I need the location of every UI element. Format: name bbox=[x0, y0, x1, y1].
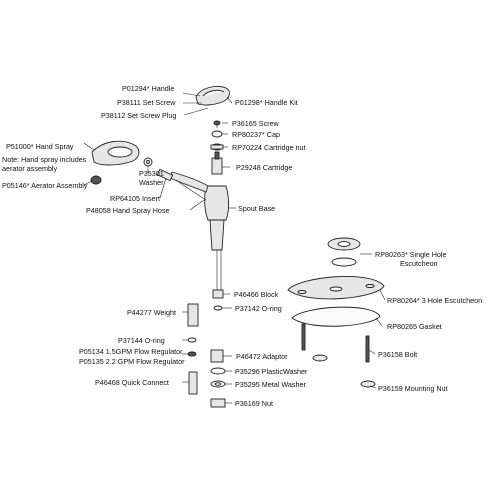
label-bolt: P36158 Bolt bbox=[378, 350, 417, 359]
plastic-washer-part bbox=[210, 367, 226, 375]
label-set-screw-plug: P38112 Set Screw Plug bbox=[101, 111, 176, 120]
nut-part bbox=[210, 398, 226, 408]
label-single-escutcheon-1: RP80263* Single Hole bbox=[375, 250, 447, 259]
label-metal-washer: P35295 Metal Washer bbox=[235, 380, 306, 389]
label-hose: P48058 Hand Spray Hose bbox=[86, 206, 170, 215]
label-flow-regulator-22: P05135 2.2 GPM Flow Regulator bbox=[79, 357, 185, 366]
gasket-part bbox=[291, 306, 381, 327]
label-cartridge-nut: RP70224 Cartridge nut bbox=[232, 143, 306, 152]
label-quick-connect: P46468 Quick Connect bbox=[95, 378, 169, 387]
label-washer-2: Washer bbox=[139, 178, 164, 187]
label-cap: RP80237* Cap bbox=[232, 130, 280, 139]
o-ring-left-part bbox=[187, 337, 197, 343]
weight-part bbox=[187, 303, 199, 327]
label-handle-kit: P01298* Handle Kit bbox=[235, 98, 298, 107]
insert-part bbox=[156, 168, 174, 182]
label-mounting-nut: P36159 Mounting Nut bbox=[378, 384, 448, 393]
three-hole-escutcheon-part bbox=[287, 276, 385, 300]
label-handle: P01294* Handle bbox=[122, 84, 174, 93]
cartridge-part bbox=[211, 151, 223, 175]
single-hole-escutcheon-part bbox=[327, 237, 361, 267]
cartridge-nut-part bbox=[210, 143, 224, 151]
label-cartridge: P29248 Cartridge bbox=[236, 163, 292, 172]
hand-spray-hose-part bbox=[175, 179, 222, 292]
label-gasket: RP80265 Gasket bbox=[387, 322, 442, 331]
label-set-screw: P38111 Set Screw bbox=[117, 98, 176, 107]
quick-connect-part bbox=[188, 371, 198, 395]
label-o-ring-left: P37144 O-ring bbox=[118, 336, 165, 345]
screw-part bbox=[213, 120, 221, 128]
label-hand-spray-note-1: Note: Hand spray includes bbox=[2, 155, 87, 164]
block-part bbox=[212, 289, 224, 299]
label-adaptor: P46472 Adaptor bbox=[236, 352, 288, 361]
label-three-hole-escutcheon: RP80264* 3 Hole Escutcheon bbox=[387, 296, 482, 305]
label-single-escutcheon-2: Escutcheon bbox=[400, 259, 438, 268]
spout-base-part bbox=[169, 171, 230, 251]
bolt-part bbox=[301, 323, 370, 363]
label-plastic-washer: P35296 PlasticWasher bbox=[235, 367, 308, 376]
o-ring-right-part bbox=[213, 305, 223, 311]
adaptor-part bbox=[210, 349, 224, 363]
metal-washer-part bbox=[210, 380, 226, 388]
label-hand-spray: P51000* Hand Spray bbox=[6, 142, 74, 151]
label-spout-base: Spout Base bbox=[238, 204, 275, 213]
hand-spray-part bbox=[91, 140, 140, 166]
leader-lines bbox=[83, 92, 386, 404]
label-aerator: P05146* Aerator Assembly bbox=[2, 181, 88, 190]
flow-regulator-part bbox=[187, 351, 197, 357]
label-screw: P36165 Screw bbox=[232, 119, 280, 128]
label-flow-regulator-15: P05134 1.5GPM Flow Regulator bbox=[79, 347, 183, 356]
cap-part bbox=[211, 130, 223, 138]
label-nut: P36169 Nut bbox=[235, 399, 273, 408]
label-o-ring-right: P37142 O-ring bbox=[235, 304, 282, 313]
aerator-part bbox=[90, 175, 102, 185]
label-hand-spray-note-2: aerator assembly bbox=[2, 164, 58, 173]
label-weight: P44277 Weight bbox=[127, 308, 176, 317]
handle-part bbox=[195, 86, 230, 106]
washer-part bbox=[143, 157, 153, 167]
label-block: P46466 Block bbox=[234, 290, 279, 299]
label-washer-1: P35301 bbox=[139, 169, 164, 178]
label-insert: RP64105 Insert bbox=[110, 194, 160, 203]
mounting-nut-part bbox=[312, 354, 376, 388]
